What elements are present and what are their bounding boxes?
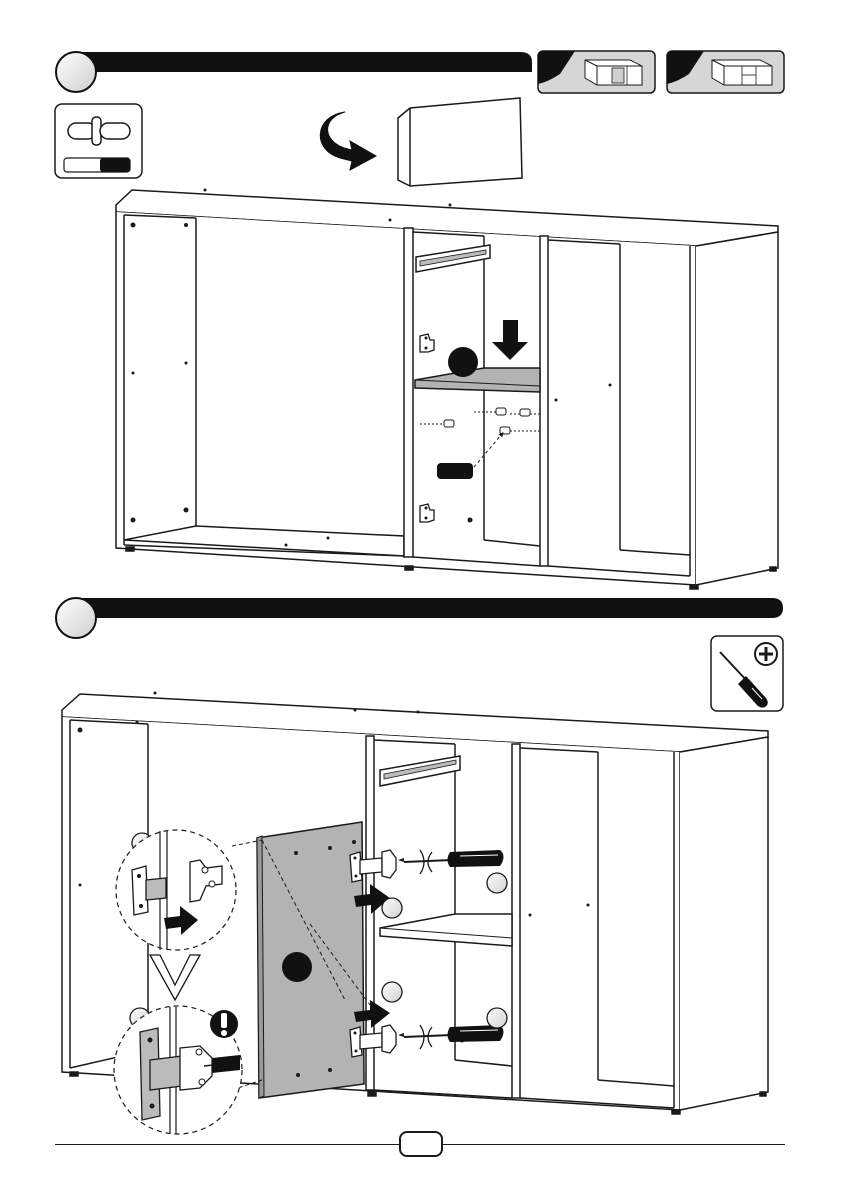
step-reference-thumbnail-a	[538, 51, 655, 93]
sub-step-circle	[487, 873, 507, 893]
quantity-box	[64, 158, 130, 172]
cabinet-orientation-box	[398, 98, 522, 186]
door-panel	[257, 822, 364, 1098]
step-reference-thumbnail-b	[667, 51, 784, 93]
step1-header	[56, 52, 532, 92]
step1-number-badge	[56, 52, 96, 92]
page-number-box	[399, 1131, 443, 1157]
sub-step-circle	[382, 982, 402, 1002]
sub-step-circle	[382, 898, 402, 918]
sub-step-circle	[487, 1008, 507, 1028]
part-label-circle-shelf	[448, 347, 478, 377]
hinge-detail-upper	[116, 830, 236, 950]
hardware-box-shelf-pin	[55, 104, 142, 178]
shelf-pin-quantity-label	[437, 463, 473, 479]
step2-header	[56, 598, 783, 638]
rotate-arrow-icon	[320, 112, 376, 170]
step2-number-badge	[56, 598, 96, 638]
tool-box-screwdriver	[711, 636, 783, 711]
warning-exclamation-icon	[210, 1010, 238, 1038]
part-label-circle-door	[282, 952, 312, 982]
phillips-head-icon	[755, 643, 777, 665]
